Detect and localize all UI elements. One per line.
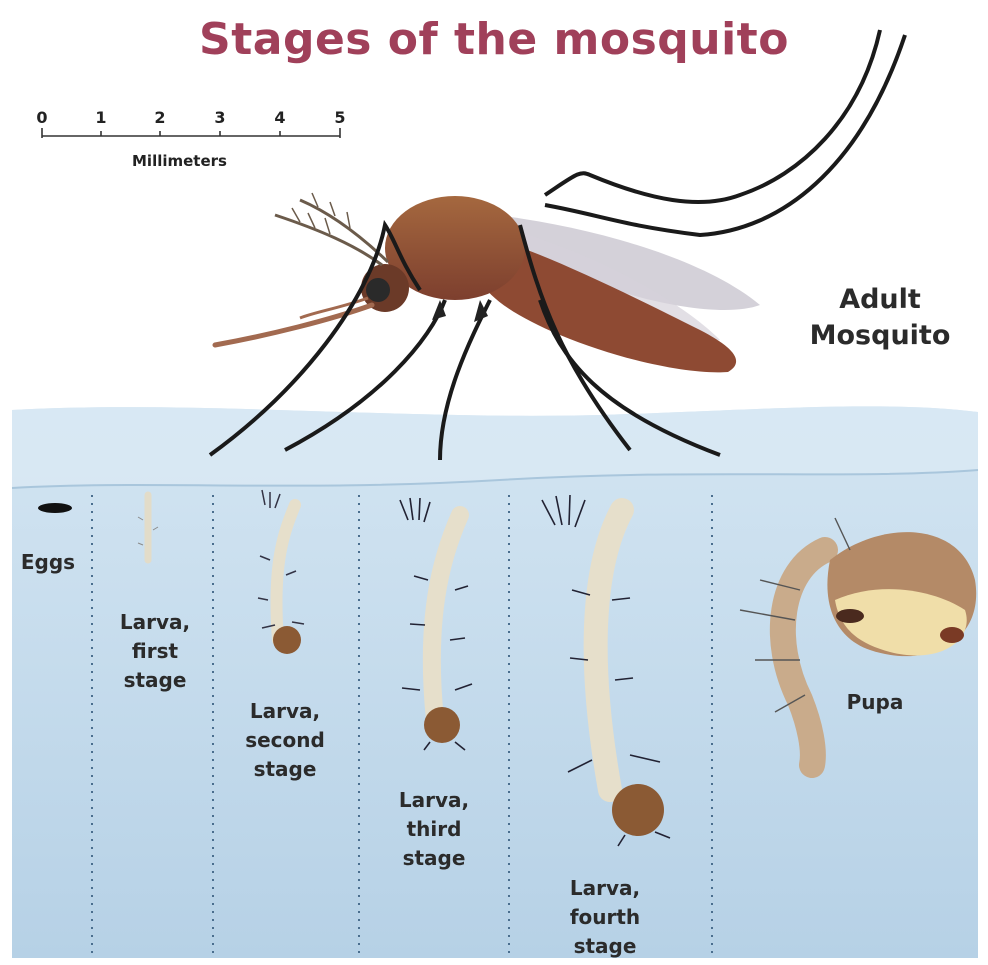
scale-tick-2: 2 (154, 108, 165, 127)
label-larva-first-stage: Larva, first stage (100, 608, 210, 695)
diagram-title: Stages of the mosquito (0, 14, 988, 65)
label-adult-mosquito: Adult Mosquito (790, 282, 970, 354)
label-larva-third-stage: Larva, third stage (366, 786, 502, 873)
scale-tick-1: 1 (95, 108, 106, 127)
scale-tick-0: 0 (36, 108, 47, 127)
scale-bar: 0 1 2 3 4 5 Millimeters (36, 108, 356, 178)
scale-tick-4: 4 (274, 108, 285, 127)
label-pupa: Pupa (820, 688, 930, 717)
scale-unit-label: Millimeters (132, 152, 227, 170)
eggs-shape (38, 503, 72, 513)
scale-tick-3: 3 (214, 108, 225, 127)
label-larva-second-stage: Larva, second stage (220, 697, 350, 784)
label-eggs: Eggs (18, 548, 78, 577)
scale-tick-5: 5 (334, 108, 345, 127)
adult-mosquito (210, 30, 905, 460)
label-larva-fourth-stage: Larva, fourth stage (525, 874, 685, 961)
